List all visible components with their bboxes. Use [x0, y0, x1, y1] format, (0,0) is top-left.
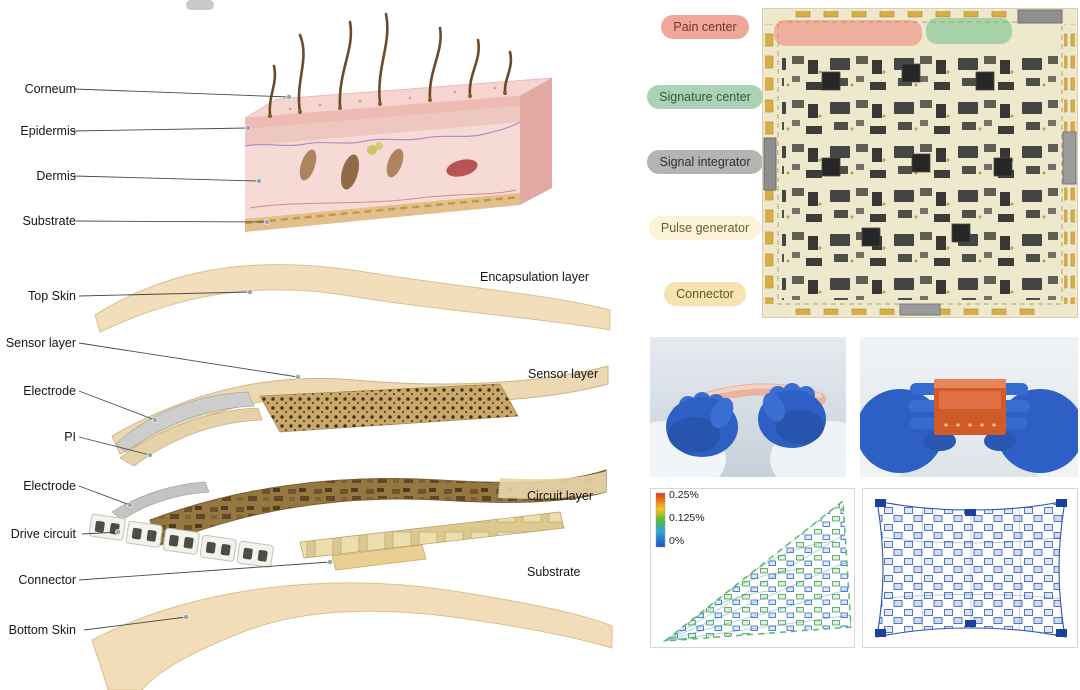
pcb-connector-left — [763, 137, 777, 191]
grid-corner-blocks — [875, 499, 1067, 637]
label-dermis: Dermis — [36, 169, 76, 183]
electrode-sheet-bottom — [111, 481, 210, 521]
stack-label-electrode-top: Electrode — [23, 384, 76, 398]
pcb-photo — [761, 7, 1079, 319]
right-gloved-fist — [758, 383, 826, 448]
legend-badge-signature-center: Signature center — [647, 85, 763, 109]
circuit-board — [149, 469, 607, 547]
stack-right-label-circuit-layer: Circuit layer — [527, 489, 593, 503]
legend-badge-pulse-generator: Pulse generator — [647, 216, 763, 240]
stack-right-label-substrate: Substrate — [527, 565, 581, 579]
legend-badge-connector: Connector — [647, 282, 763, 306]
hair-roots — [268, 91, 507, 118]
pi-sheet — [119, 407, 263, 467]
strain-scale-tick-min: 0% — [669, 535, 685, 547]
legend-label-pain-center: Pain center — [661, 15, 749, 39]
photo-holding-svg — [836, 337, 1080, 487]
strain-scale-tick-max: 0.25% — [669, 489, 699, 501]
strain-map-fan: 0.25% 0.125% 0% — [650, 488, 855, 648]
connector-strip — [331, 544, 427, 571]
pcb-connector-bottom — [899, 303, 941, 316]
left-gloved-fist — [666, 392, 738, 457]
strain-map-fan-svg — [655, 492, 852, 642]
strain-scale-tick-mid: 0.125% — [669, 512, 705, 524]
stack-label-bottom-skin: Bottom Skin — [8, 623, 76, 637]
hairs — [268, 12, 513, 118]
stack-right-label-encapsulation: Encapsulation layer — [480, 270, 590, 284]
stack-label-sensor-layer: Sensor layer — [5, 336, 76, 350]
legend-badge-signal-integrator: Signal integrator — [647, 150, 763, 174]
pcb-connector-right — [1062, 131, 1077, 185]
label-corneum: Corneum — [24, 82, 76, 96]
drive-circuit-modules — [88, 513, 274, 568]
bottom-skin-sheet — [91, 582, 613, 690]
photo-holding-device — [836, 337, 1080, 487]
leader-lines — [71, 88, 331, 631]
pcb-large-ics — [821, 63, 1013, 247]
pcb-svg — [761, 7, 1079, 319]
stack-label-electrode-bottom: Electrode — [23, 479, 76, 493]
cropped-ui-artifact — [186, 0, 214, 10]
legend-label-connector: Connector — [664, 282, 746, 306]
orange-device — [934, 379, 1006, 435]
stack-label-drive-circuit: Drive circuit — [10, 527, 76, 541]
label-substrate: Substrate — [22, 214, 76, 228]
leader-dots — [115, 94, 333, 620]
legend-badge-pain-center: Pain center — [647, 15, 763, 39]
photo-bending-svg — [610, 337, 886, 497]
skin-cross-section-illustration — [244, 12, 553, 232]
strain-map-grid — [862, 488, 1078, 648]
pcb-highlight-pain-center — [774, 20, 922, 46]
pcb-highlight-signature-center — [926, 18, 1012, 44]
legend-label-signature-center: Signature center — [647, 85, 763, 109]
legend-label-pulse-generator: Pulse generator — [648, 216, 762, 240]
stack-right-label-sensor-layer: Sensor layer — [528, 367, 599, 381]
photo-bending-device — [610, 337, 886, 497]
skin-surface-dots — [288, 86, 497, 111]
strain-color-scale — [655, 492, 666, 548]
legend-label-signal-integrator: Signal integrator — [647, 150, 763, 174]
label-epidermis: Epidermis — [20, 124, 76, 138]
device-exploded-stack-illustration — [88, 264, 613, 690]
stack-label-top-skin: Top Skin — [28, 289, 76, 303]
strain-map-grid-svg — [875, 499, 1067, 638]
stack-label-connector: Connector — [18, 573, 76, 587]
stack-label-pi: PI — [64, 430, 76, 444]
pcb-connector-top — [1017, 9, 1063, 24]
electrode-sheet-top — [115, 391, 255, 453]
